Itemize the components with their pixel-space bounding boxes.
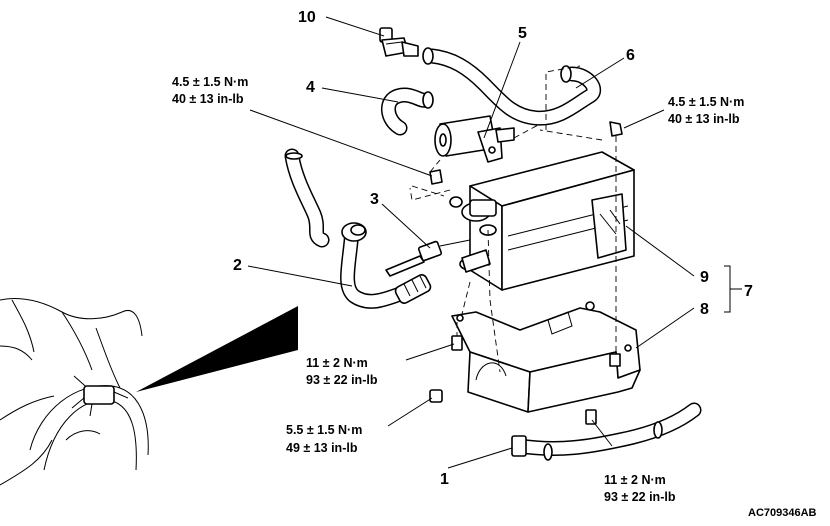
- torque-t5-nm: 11 ± 2 N·m: [604, 473, 666, 487]
- bolt-lower-left: [429, 389, 443, 403]
- callout-4: 4: [306, 79, 315, 96]
- bolt-bracket-right: [609, 353, 621, 367]
- bolt-upper-left: [451, 335, 463, 351]
- fasteners: [429, 121, 623, 425]
- torque-t4-inlb: 49 ± 13 in-lb: [286, 441, 358, 455]
- hose-part-4: [381, 87, 434, 136]
- canister-assembly: [449, 151, 635, 291]
- torque-t2-inlb: 40 ± 13 in-lb: [668, 112, 740, 126]
- torque-t1-inlb: 40 ± 13 in-lb: [172, 92, 244, 106]
- locator-canister: [83, 385, 115, 405]
- torque-t2-nm: 4.5 ± 1.5 N·m: [668, 95, 744, 109]
- torque-t4-nm: 5.5 ± 1.5 N·m: [286, 423, 362, 437]
- vehicle-locator-view: [0, 298, 298, 486]
- callout-3: 3: [370, 191, 379, 208]
- bolt-filter: [429, 169, 443, 185]
- bracket-part-8: [451, 301, 641, 413]
- valve-part-10: [379, 27, 419, 57]
- callout-2: 2: [233, 257, 242, 274]
- torque-t3-nm: 11 ± 2 N·m: [306, 356, 368, 370]
- figure-code: AC709346AB: [748, 507, 817, 519]
- hose-part-1: [511, 402, 702, 461]
- zoom-wedge: [136, 306, 298, 392]
- torque-t1-nm: 4.5 ± 1.5 N·m: [172, 75, 248, 89]
- callout-7: 7: [744, 283, 753, 300]
- torque-t5-inlb: 93 ± 22 in-lb: [604, 490, 676, 504]
- callout-9: 9: [700, 269, 709, 286]
- torque-labels: 4.5 ± 1.5 N·m 40 ± 13 in-lb 4.5 ± 1.5 N·…: [172, 75, 744, 504]
- bolt-top-right: [609, 121, 623, 137]
- bolt-lower-right: [585, 409, 597, 425]
- routing-lines: [409, 65, 603, 373]
- callout-6: 6: [626, 47, 635, 64]
- callout-labels: 10 4 5 6 3 2 9 8 7 1: [233, 9, 753, 488]
- connector-part-3: [385, 239, 471, 277]
- vapor-hose-left: [284, 148, 330, 248]
- filter-part-5: [434, 115, 515, 163]
- leader-lines: [247, 16, 742, 469]
- hose-part-2: [340, 222, 432, 309]
- callout-5: 5: [518, 25, 527, 42]
- hose-part-6: [422, 47, 602, 126]
- callout-10: 10: [298, 9, 316, 26]
- callout-8: 8: [700, 301, 709, 318]
- torque-t3-inlb: 93 ± 22 in-lb: [306, 373, 378, 387]
- callout-1: 1: [440, 471, 449, 488]
